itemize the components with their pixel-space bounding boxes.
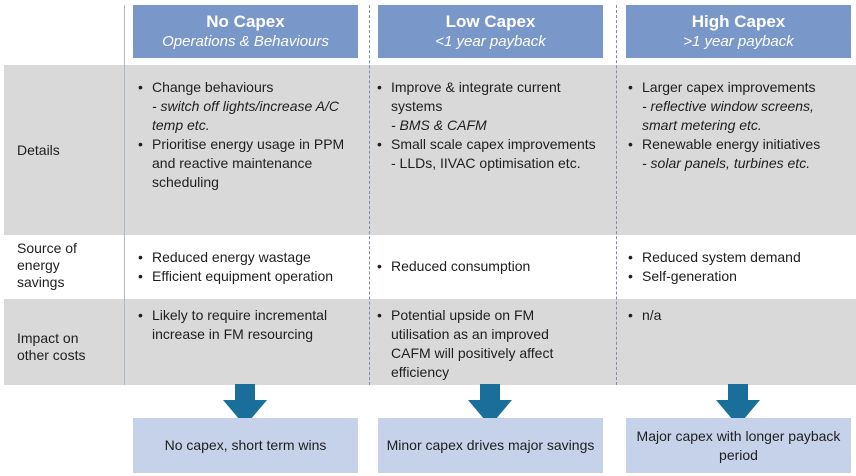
list-item: Potential upside on FM utilisation as an… <box>375 306 587 382</box>
list-item: Efficient equipment operation <box>136 267 364 286</box>
list-item: Larger capex improvements - reflective w… <box>626 78 851 135</box>
row-label-source-of-energy-savings: Source of energy savings <box>17 240 77 290</box>
cell-details-no-capex: Change behaviours - switch off lights/in… <box>136 78 358 192</box>
cell-impact-low-capex: Potential upside on FM utilisation as an… <box>375 306 587 382</box>
column-divider <box>616 5 617 385</box>
list-item: Renewable energy initiatives - solar pan… <box>626 135 851 173</box>
column-header-low-capex: Low Capex <1 year payback <box>378 5 603 58</box>
column-header-high-capex: High Capex >1 year payback <box>626 5 851 58</box>
column-divider <box>124 5 125 385</box>
column-title: High Capex <box>691 12 786 31</box>
cell-savings-high-capex: Reduced system demand Self-generation <box>626 248 851 286</box>
list-item: Reduced system demand <box>626 248 851 267</box>
list-item: Self-generation <box>626 267 851 286</box>
outcome-box-no-capex: No capex, short term wins <box>133 418 358 473</box>
list-item: Prioritise energy usage in PPM and react… <box>136 135 358 192</box>
outcome-text: Major capex with longer payback period <box>636 427 841 463</box>
column-subtitle: <1 year payback <box>435 33 546 50</box>
row-label-details: Details <box>17 142 60 158</box>
down-arrow-icon <box>716 384 760 426</box>
list-item: Improve & integrate current systems - BM… <box>375 78 610 135</box>
column-header-no-capex: No Capex Operations & Behaviours <box>133 5 358 58</box>
cell-impact-high-capex: n/a <box>626 306 851 325</box>
list-item: Reduced consumption <box>375 257 610 276</box>
cell-impact-no-capex: Likely to require incremental increase i… <box>136 306 358 344</box>
list-item: Likely to require incremental increase i… <box>136 306 358 344</box>
outcome-box-low-capex: Minor capex drives major savings <box>378 418 603 473</box>
column-divider <box>369 5 370 385</box>
cell-savings-no-capex: Reduced energy wastage Efficient equipme… <box>136 248 364 286</box>
row-label-impact-on-other-costs: Impact on other costs <box>17 330 86 363</box>
list-item: Change behaviours - switch off lights/in… <box>136 78 358 135</box>
column-title: Low Capex <box>445 12 536 31</box>
cell-details-low-capex: Improve & integrate current systems - BM… <box>375 78 610 173</box>
column-subtitle: Operations & Behaviours <box>162 33 329 50</box>
outcome-box-high-capex: Major capex with longer payback period <box>626 418 851 473</box>
list-item: n/a <box>626 306 851 325</box>
column-subtitle: >1 year payback <box>683 33 794 50</box>
cell-details-high-capex: Larger capex improvements - reflective w… <box>626 78 851 173</box>
column-title: No Capex <box>206 12 285 31</box>
down-arrow-icon <box>223 384 267 426</box>
outcome-text: No capex, short term wins <box>164 437 327 453</box>
cell-savings-low-capex: Reduced consumption <box>375 257 610 276</box>
down-arrow-icon <box>468 384 512 426</box>
list-item: Small scale capex improvements - LLDs, I… <box>375 135 610 173</box>
outcome-text: Minor capex drives major savings <box>386 437 595 453</box>
list-item: Reduced energy wastage <box>136 248 364 267</box>
